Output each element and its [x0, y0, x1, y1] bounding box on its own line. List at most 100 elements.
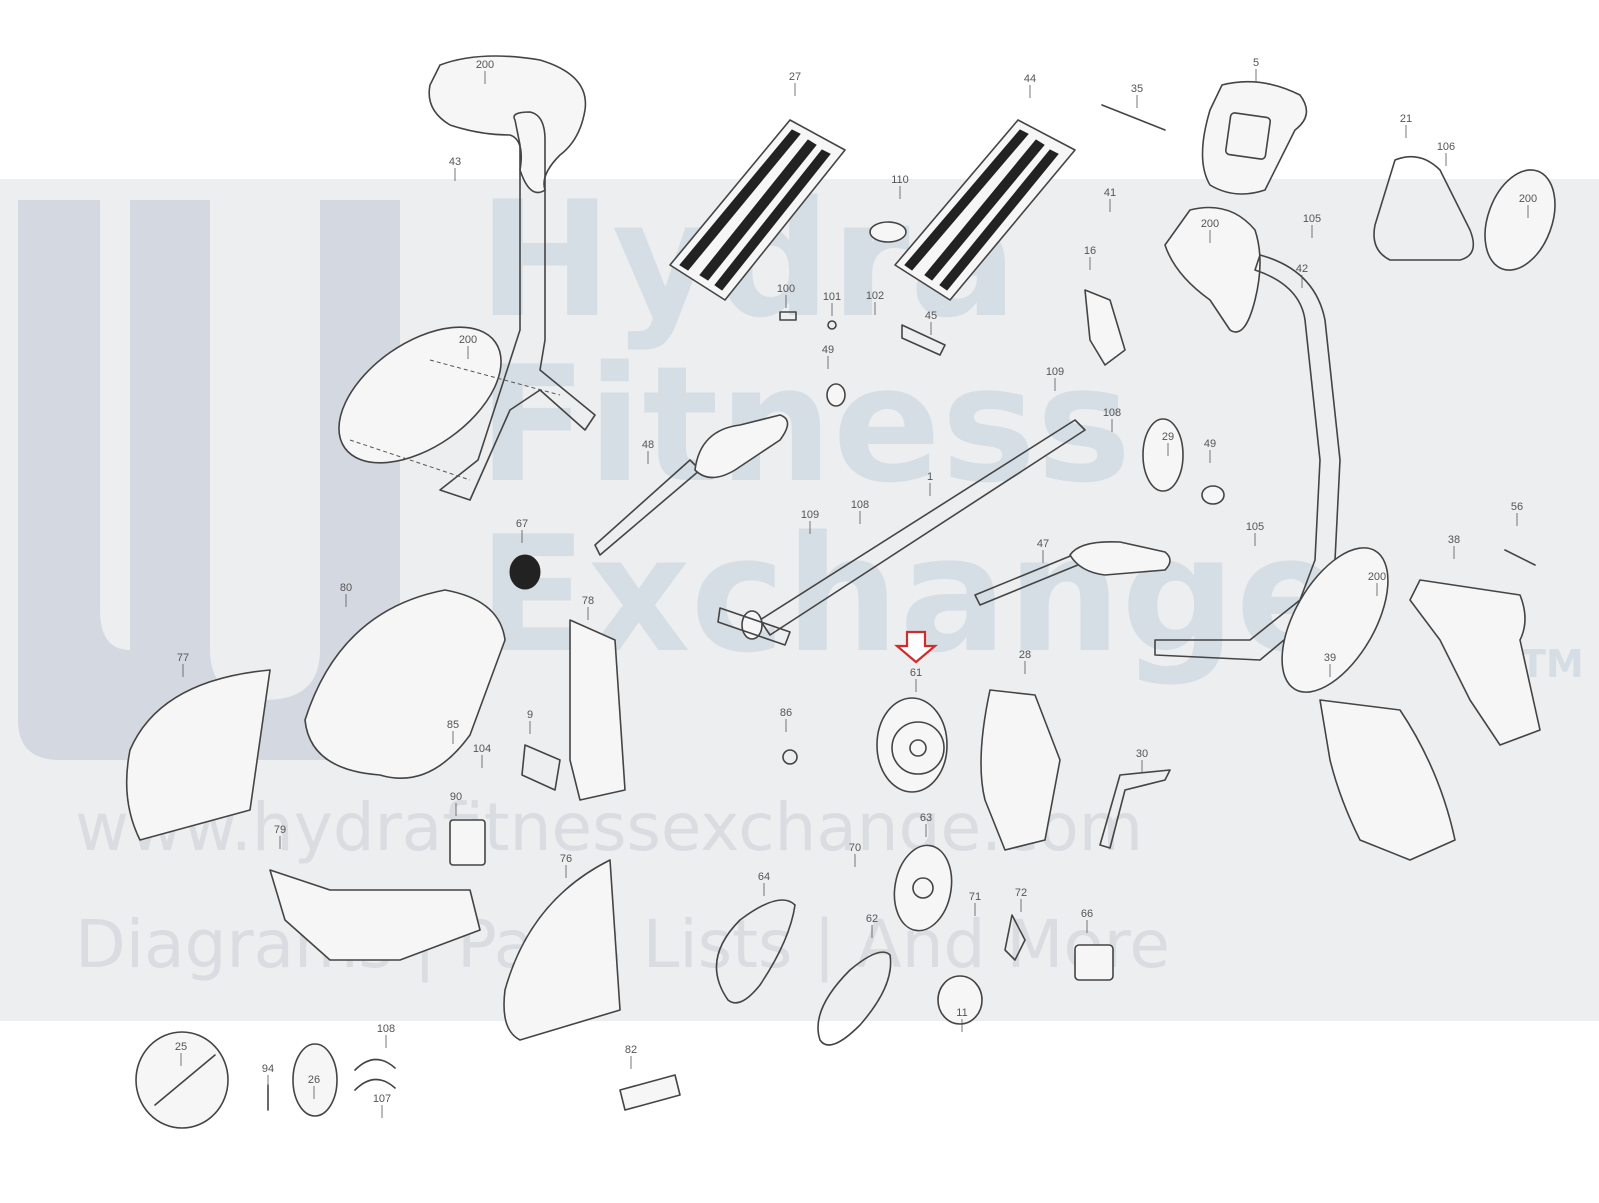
part-79-base-shroud — [269, 869, 481, 961]
part-67-roller — [509, 554, 541, 590]
part-61-wheel-highlighted — [876, 697, 948, 793]
callout-104: 104 — [473, 743, 491, 755]
part-108-spring — [354, 1058, 396, 1071]
callout-49b: 49 — [1204, 438, 1216, 450]
part-100-pin — [779, 311, 797, 321]
callout-26: 26 — [308, 1074, 320, 1086]
part-28-housing — [980, 689, 1061, 851]
callout-1: 1 — [927, 471, 933, 483]
callout-82: 82 — [625, 1044, 637, 1056]
callout-42: 42 — [1296, 263, 1308, 275]
callout-108a: 108 — [1103, 407, 1121, 419]
callout-85: 85 — [447, 719, 459, 731]
callout-200d: 200 — [459, 334, 477, 346]
part-77-grille — [125, 669, 271, 841]
callout-80: 80 — [340, 582, 352, 594]
callout-77: 77 — [177, 652, 189, 664]
part-38-cover — [1409, 579, 1541, 746]
callout-72: 72 — [1015, 887, 1027, 899]
callout-25: 25 — [175, 1041, 187, 1053]
part-72-clip — [1004, 914, 1026, 961]
part-35-rod — [1101, 104, 1166, 131]
callout-28: 28 — [1019, 649, 1031, 661]
part-48-pedal-arm — [594, 414, 789, 556]
callout-45: 45 — [925, 310, 937, 322]
callout-47: 47 — [1037, 538, 1049, 550]
callout-39: 39 — [1324, 652, 1336, 664]
callout-86: 86 — [780, 707, 792, 719]
callout-200e: 200 — [1368, 571, 1386, 583]
part-25-cable-bubble — [135, 1031, 229, 1129]
callout-48: 48 — [642, 439, 654, 451]
callout-38: 38 — [1448, 534, 1460, 546]
watermark-website: www.hydrafitnessexchange.com — [75, 789, 1144, 866]
part-63-pulley — [893, 844, 953, 932]
part-80-front-shroud — [304, 589, 506, 779]
part-30-strip — [1099, 769, 1171, 849]
callout-49a: 49 — [822, 344, 834, 356]
callout-43: 43 — [449, 156, 461, 168]
part-9-bracket — [521, 744, 561, 791]
callout-56: 56 — [1511, 501, 1523, 513]
callout-63: 63 — [920, 812, 932, 824]
callout-78: 78 — [582, 595, 594, 607]
callout-105a: 105 — [1303, 213, 1321, 225]
callout-200c: 200 — [1201, 218, 1219, 230]
part-62-belt — [817, 951, 892, 1046]
part-107-spring — [354, 1078, 396, 1091]
part-45-bracket — [901, 324, 946, 356]
part-66-block — [1074, 944, 1114, 981]
callout-106: 106 — [1437, 141, 1455, 153]
callout-66: 66 — [1081, 908, 1093, 920]
part-21-handle-grip — [1373, 155, 1556, 271]
callout-100: 100 — [777, 283, 795, 295]
callout-71: 71 — [969, 891, 981, 903]
callout-108b: 108 — [851, 499, 869, 511]
callout-109b: 109 — [801, 509, 819, 521]
callout-108c: 108 — [377, 1023, 395, 1035]
part-29-cap — [1142, 418, 1184, 492]
part-110-pad — [869, 221, 907, 243]
callout-41: 41 — [1104, 187, 1116, 199]
callout-110: 110 — [891, 174, 909, 186]
callout-5: 5 — [1253, 57, 1259, 69]
callout-109a: 109 — [1046, 366, 1064, 378]
part-56-rod — [1504, 549, 1536, 566]
callout-94: 94 — [262, 1063, 274, 1075]
callout-64: 64 — [758, 871, 770, 883]
part-47-pedal-arm — [974, 540, 1171, 606]
watermark-brand-line2: Fitness — [478, 331, 1132, 518]
watermark-trademark: TM — [1520, 642, 1584, 686]
callout-11: 11 — [956, 1007, 967, 1019]
callout-101: 101 — [823, 291, 841, 303]
part-26-bubble — [292, 1043, 338, 1117]
part-86-knob — [782, 749, 798, 765]
callout-67: 67 — [516, 518, 528, 530]
part-44-handrail — [894, 119, 1076, 301]
part-101-screw — [827, 320, 837, 330]
callout-9: 9 — [527, 709, 533, 721]
callout-79: 79 — [274, 824, 286, 836]
part-76-side-shroud — [503, 859, 621, 1041]
callout-76: 76 — [560, 853, 572, 865]
part-39-rear-shroud — [1319, 699, 1456, 861]
callout-21: 21 — [1400, 113, 1412, 125]
part-49-roller-right — [1201, 485, 1225, 505]
part-42-right-upright — [1154, 206, 1389, 693]
part-64-belt — [715, 899, 796, 1004]
callout-105b: 105 — [1246, 521, 1264, 533]
callout-61: 61 — [910, 667, 922, 679]
callout-90: 90 — [450, 791, 462, 803]
callout-200b: 200 — [1519, 193, 1537, 205]
part-27-handrail — [669, 119, 846, 301]
part-82-label — [619, 1074, 681, 1111]
part-43-left-handlebar — [338, 55, 596, 501]
part-90-module — [449, 819, 486, 866]
callout-29: 29 — [1162, 431, 1174, 443]
callout-30: 30 — [1136, 748, 1148, 760]
part-11-cap — [937, 975, 983, 1025]
callout-200a: 200 — [476, 59, 494, 71]
